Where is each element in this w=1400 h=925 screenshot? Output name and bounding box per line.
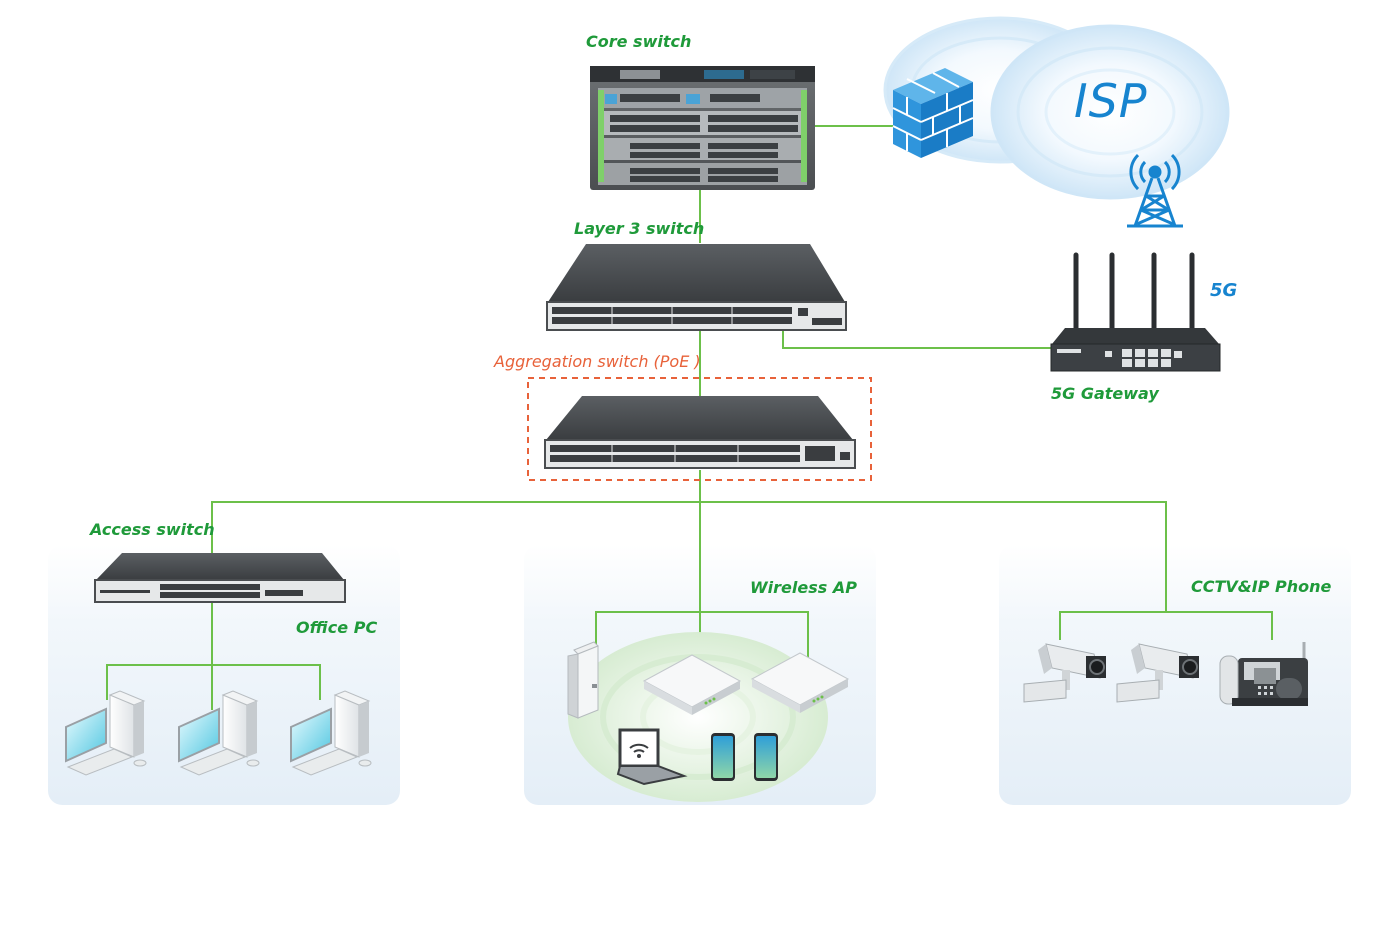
- ip-camera-icon: [1023, 643, 1106, 703]
- aggregation-switch: [544, 396, 856, 469]
- link-pc-bus: [106, 664, 321, 700]
- core-switch-chassis: [590, 66, 815, 190]
- link-distribution-bus: [211, 501, 1167, 612]
- laptop-icon: [616, 728, 688, 786]
- aggregation-switch-label: Aggregation switch (PoE ): [494, 352, 701, 371]
- link-l3-to-5g-gateway: [782, 330, 1052, 349]
- aggregation-dashed-box: [527, 377, 872, 481]
- layer3-switch-label: Layer 3 switch: [574, 219, 705, 238]
- wireless-ap-label: Wireless AP: [750, 578, 857, 597]
- access-switch-label: Access switch: [90, 520, 215, 539]
- 5g-gateway-device: [1050, 252, 1221, 372]
- access-switch: [94, 553, 346, 603]
- connection-lines: [106, 125, 1273, 710]
- smartphone-icon: [711, 733, 735, 781]
- link-ap-bus: [595, 611, 809, 660]
- access-point-icon: [642, 654, 742, 715]
- link-cctv-bus: [1059, 611, 1273, 640]
- isp-label: ISP: [1074, 74, 1148, 128]
- core-switch-label: Core switch: [586, 32, 692, 51]
- ip-camera-icon: [1116, 643, 1199, 703]
- desktop-pc-icon: [178, 690, 260, 776]
- access-point-icon: [750, 652, 850, 713]
- office-pcs: [65, 690, 372, 776]
- 5g-gateway-label: 5G Gateway: [1051, 384, 1159, 403]
- desktop-pc-icon: [290, 690, 372, 776]
- 5g-badge: 5G: [1210, 280, 1238, 301]
- layer3-switch: [546, 244, 847, 331]
- desktop-pc-icon: [65, 690, 147, 776]
- office-pc-label: Office PC: [296, 618, 378, 637]
- ip-phone-icon: [1219, 642, 1308, 706]
- cell-tower-icon: [1127, 153, 1183, 228]
- wifi-coverage: [568, 632, 828, 802]
- access-point-icon: [567, 641, 599, 719]
- cctv-ip-phone-label: CCTV&IP Phone: [1191, 577, 1332, 596]
- firewall-icon: [892, 68, 974, 158]
- smartphone-icon: [754, 733, 778, 781]
